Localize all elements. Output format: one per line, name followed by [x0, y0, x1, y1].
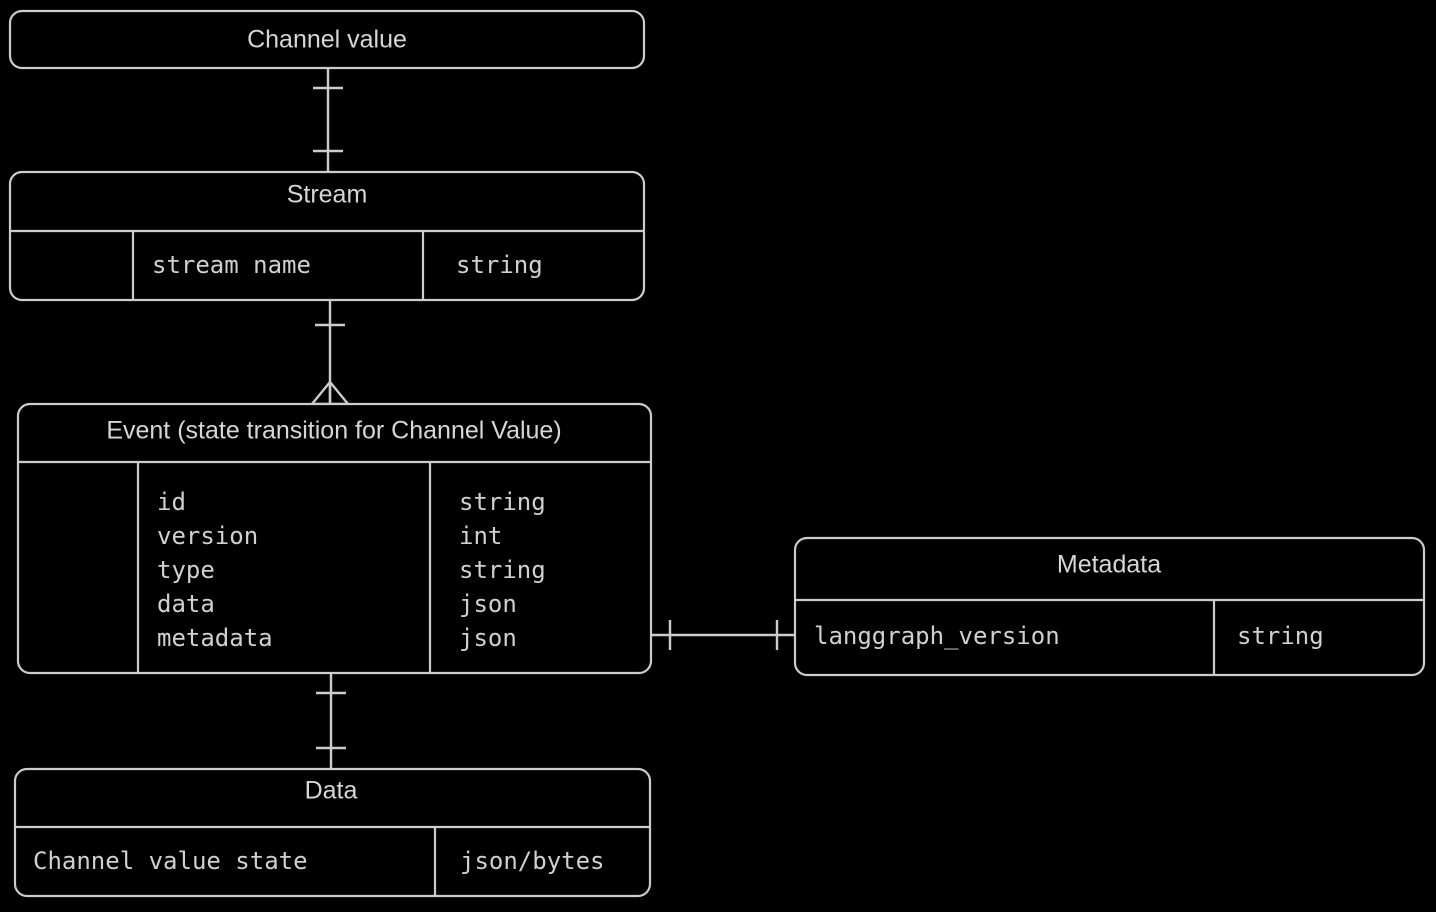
attribute-type: string	[459, 556, 546, 584]
entity-box	[16, 402, 653, 675]
attribute-type: string	[1237, 622, 1324, 650]
attribute-name: data	[157, 590, 215, 618]
attribute-name: type	[157, 556, 215, 584]
attribute-type: json	[459, 624, 517, 652]
attribute-name: langgraph_version	[814, 622, 1060, 650]
attribute-name: Channel value state	[33, 847, 308, 875]
entity-channel-value[interactable]: Channel value	[8, 9, 646, 70]
entity-title: Channel value	[247, 26, 407, 54]
entity-data[interactable]: Data Channel value state json/bytes	[13, 767, 652, 898]
relationship-stream-event	[311, 300, 349, 406]
attribute-type: json	[459, 590, 517, 618]
entity-title: Data	[305, 777, 358, 805]
entity-title: Stream	[287, 181, 368, 209]
entity-title: Event (state transition for Channel Valu…	[106, 417, 561, 445]
relationship-event-metadata	[651, 620, 795, 650]
attribute-type: string	[459, 488, 546, 516]
attribute-type: int	[459, 522, 502, 550]
entity-event[interactable]: Event (state transition for Channel Valu…	[16, 402, 653, 675]
entity-box	[793, 536, 1426, 677]
attribute-name: id	[157, 488, 186, 516]
attribute-name: version	[157, 522, 258, 550]
entity-title: Metadata	[1057, 551, 1161, 579]
cardinality-many-crowfoot	[311, 381, 349, 406]
attribute-type: string	[456, 251, 543, 279]
entity-stream[interactable]: Stream stream name string	[8, 170, 646, 302]
attribute-type: json/bytes	[460, 847, 605, 875]
entity-box	[8, 9, 646, 70]
attribute-name: metadata	[157, 624, 273, 652]
entity-box	[8, 170, 646, 302]
entity-box	[13, 767, 652, 898]
relationship-channel-value-stream	[313, 68, 343, 172]
relationship-event-data	[316, 673, 346, 770]
entity-metadata[interactable]: Metadata langgraph_version string	[793, 536, 1426, 677]
attribute-name: stream name	[152, 251, 311, 279]
